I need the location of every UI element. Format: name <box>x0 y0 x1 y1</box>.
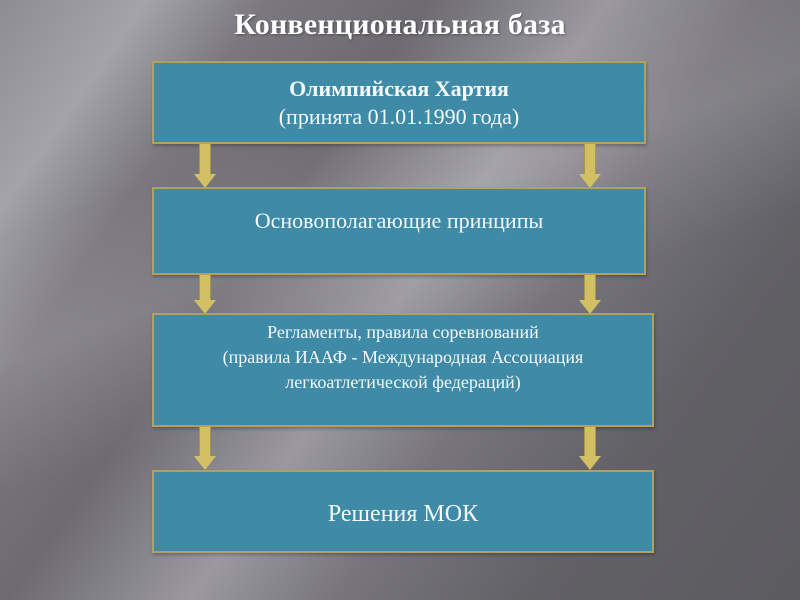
arrow-down-icon <box>194 144 216 188</box>
box-ioc-decisions: Решения МОК <box>152 470 654 553</box>
arrow-down-icon <box>579 427 601 470</box>
arrow-down-icon <box>194 427 216 470</box>
box-olympic-charter-title: Олимпийская Хартия <box>289 76 509 101</box>
slide-title: Конвенциональная база <box>234 8 566 41</box>
box-regulations: Регламенты, правила соревнований (правил… <box>152 313 654 427</box>
box-regulations-line-1: Регламенты, правила соревнований <box>267 322 539 342</box>
box-fundamental-principles-title: Основополагающие принципы <box>254 208 544 233</box>
box-regulations-line-3: легкоатлетической федераций) <box>285 372 521 392</box>
arrow-down-icon <box>579 144 601 188</box>
arrow-down-icon <box>579 275 601 314</box>
arrow-down-icon <box>194 275 216 314</box>
box-olympic-charter: Олимпийская Хартия (принята 01.01.1990 г… <box>152 61 646 144</box>
box-olympic-charter-subtitle: (принята 01.01.1990 года) <box>278 104 520 129</box>
box-regulations-line-2: (правила ИААФ - Международная Ассоциация <box>222 347 584 367</box>
box-ioc-decisions-title: Решения МОК <box>327 501 479 527</box>
box-fundamental-principles: Основополагающие принципы <box>152 187 646 275</box>
